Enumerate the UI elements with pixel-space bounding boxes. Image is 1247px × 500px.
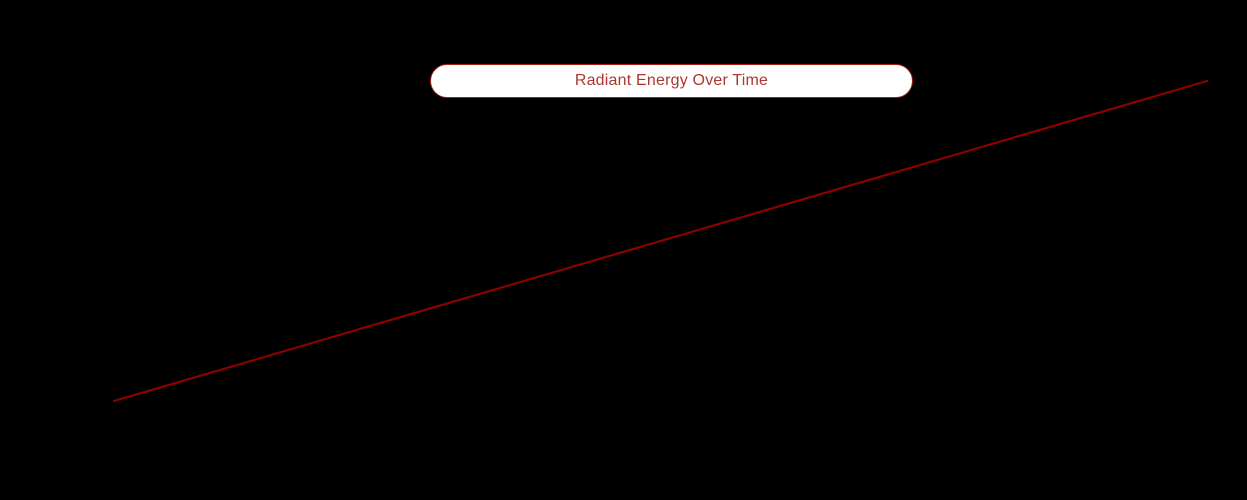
- chart-title-pill: Radiant Energy Over Time: [430, 64, 913, 98]
- chart-title: Radiant Energy Over Time: [574, 72, 769, 89]
- energy-trend-line: [112, 79, 1209, 403]
